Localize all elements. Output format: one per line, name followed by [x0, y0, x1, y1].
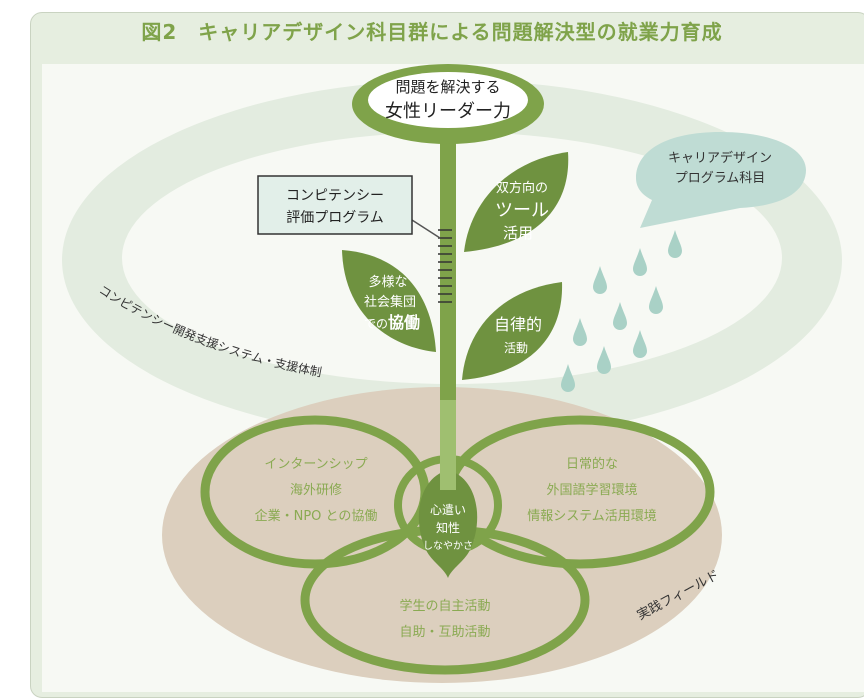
- leaf-collab-line3a: での: [364, 317, 388, 331]
- circle-right-line2: 外国語学習環境: [546, 482, 637, 498]
- center-line3: しなやかさ: [423, 540, 473, 552]
- leaf-auto: [462, 282, 563, 380]
- drop-icon: [649, 286, 663, 314]
- leaf-tools: [464, 152, 569, 252]
- competency-line2: 評価プログラム: [286, 210, 384, 226]
- drop-icon: [593, 266, 607, 294]
- center-line1: 心遣い: [430, 502, 466, 517]
- circle-left-line1: インターンシップ: [264, 457, 367, 472]
- center-line2: 知性: [436, 521, 460, 535]
- circle-bottom-line1: 学生の自主活動: [399, 598, 490, 614]
- leaf-tools-line3: 活用: [503, 224, 533, 242]
- top-ring-inner: [368, 72, 528, 128]
- circle-left-line2: 海外研修: [290, 483, 342, 498]
- center-bulb: [418, 470, 478, 578]
- cloud: [636, 132, 806, 228]
- drop-icon: [573, 318, 587, 346]
- leaf-auto-line1: 自律的: [494, 315, 542, 334]
- leaf-auto-line2: 活動: [504, 341, 528, 355]
- drop-icon: [561, 364, 575, 392]
- stem-base: [440, 400, 456, 490]
- rain-drops: [561, 230, 682, 392]
- drop-icon: [613, 302, 627, 330]
- competency-connector: [411, 219, 441, 239]
- competency-box: [257, 175, 413, 235]
- leaf-tools-line1: 双方向の: [496, 180, 548, 196]
- circle-right-line1: 日常的な: [566, 456, 618, 472]
- leaf-collab-line2: 社会集団: [364, 294, 416, 310]
- leaf-collab-line3: での協働: [364, 313, 420, 332]
- leaf-tools-line2: ツール: [495, 200, 549, 221]
- leaf-collab-line3b: 協働: [388, 313, 420, 332]
- competency-line1: コンピテンシー: [286, 188, 384, 204]
- circle-left-line3: 企業・NPO との協働: [255, 508, 378, 524]
- drop-icon: [633, 330, 647, 358]
- leaf-collab-line1: 多様な: [368, 274, 407, 290]
- leaf-collab: [342, 250, 436, 352]
- scale-ticks: [438, 229, 452, 303]
- drop-icon: [633, 248, 647, 276]
- circle-right-line3: 情報システム活用環境: [527, 509, 657, 524]
- drop-icon: [597, 346, 611, 374]
- cloud-line1: キャリアデザイン: [668, 150, 772, 166]
- drop-icon: [668, 230, 682, 258]
- stem: [440, 124, 456, 490]
- cloud-line2: プログラム科目: [675, 171, 766, 186]
- figure-title: 図2 キャリアデザイン科目群による問題解決型の就業力育成: [141, 20, 723, 44]
- circle-bottom-line2: 自助・互助活動: [399, 625, 490, 640]
- top-label-line1: 問題を解決する: [395, 78, 500, 96]
- top-label-line2: 女性リーダー力: [385, 101, 511, 122]
